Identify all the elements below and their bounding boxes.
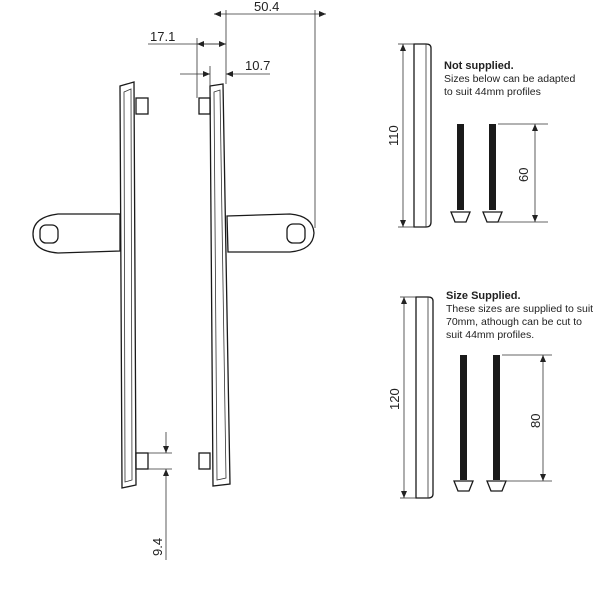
left-handle	[32, 81, 149, 489]
screw-long-length: 80	[528, 414, 543, 428]
note-size-supplied-line1: These sizes are supplied to suit	[446, 303, 594, 315]
dim-plate-offset-label: 17.1	[150, 29, 175, 44]
spindle-short-length: 110	[386, 125, 401, 146]
screws-short: 60	[450, 123, 548, 223]
dim-plate-width: 10.7	[180, 58, 270, 86]
note-size-supplied-line2: 70mm, athough can be cut to	[446, 316, 583, 328]
note-size-supplied: Size Supplied. These sizes are supplied …	[446, 290, 593, 342]
note-not-supplied: Not supplied. Sizes below can be adapted…	[444, 60, 575, 99]
dim-plate-offset: 17.1	[148, 29, 226, 98]
spindle-long: 120	[387, 296, 434, 499]
screws-long: 80	[453, 354, 552, 492]
dim-bottom-label: 9.4	[150, 538, 165, 556]
note-not-supplied-heading: Not supplied.	[444, 60, 514, 72]
spindle-short: 110	[386, 43, 432, 228]
note-not-supplied-line1: Sizes below can be adapted	[444, 73, 576, 85]
spindle-long-length: 120	[387, 388, 402, 410]
note-not-supplied-line2: to suit 44mm profiles	[444, 86, 541, 98]
note-size-supplied-line3: suit 44mm profiles.	[446, 329, 535, 341]
right-handle	[198, 83, 315, 487]
dim-plate-width-label: 10.7	[245, 58, 270, 73]
dim-overall-label: 50.4	[254, 0, 279, 14]
screw-short-length: 60	[516, 168, 531, 182]
note-size-supplied-heading: Size Supplied.	[446, 290, 521, 302]
dim-bottom: 9.4	[148, 432, 172, 560]
dim-overall: 50.4	[214, 0, 326, 228]
